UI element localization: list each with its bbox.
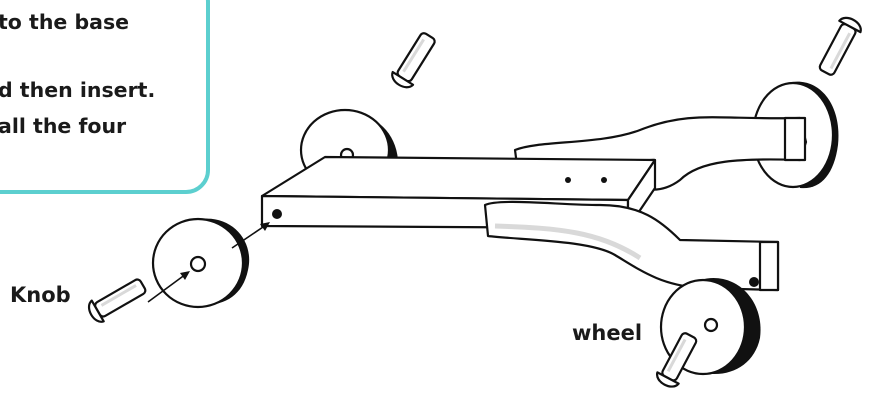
knob-label: Knob [10, 283, 71, 307]
knob-pin-top-left [389, 30, 440, 91]
wheel-label: wheel [572, 321, 642, 345]
knob-pin-top-right [815, 14, 864, 78]
callout-line-2: d then insert. [0, 78, 155, 102]
callout-line-1: to the base [0, 10, 129, 34]
callout-line-3: all the four [0, 114, 127, 138]
lower-right-arm [485, 202, 778, 290]
front-left-wheel [153, 219, 249, 307]
base-hole-front [272, 209, 282, 219]
instruction-callout: to the base d then insert. all the four [0, 0, 208, 192]
knob-pin-left [85, 275, 149, 326]
